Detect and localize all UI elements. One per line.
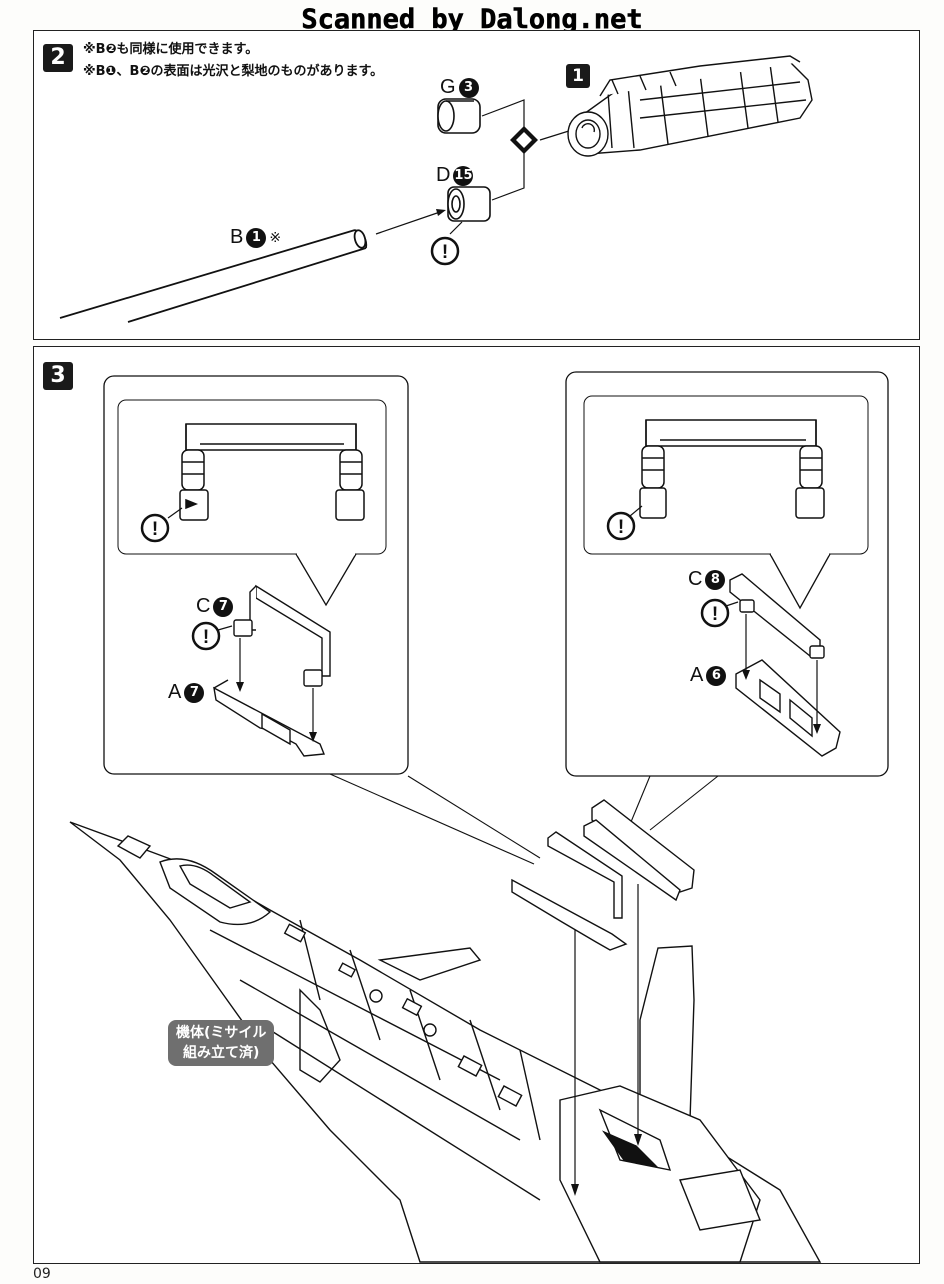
- part-d15: [447, 186, 491, 222]
- assembly-1-badge: 1: [566, 64, 590, 88]
- step-3-number: 3: [43, 362, 73, 390]
- page-number: 09: [33, 1266, 51, 1282]
- svg-text:!: !: [203, 627, 209, 648]
- step-2-number: 2: [43, 44, 73, 72]
- rod-part-b1: [59, 229, 368, 323]
- svg-text:!: !: [442, 242, 448, 263]
- svg-text:!: !: [712, 604, 718, 625]
- engine-assembly-drawing: [567, 55, 813, 157]
- step-2-note-2: ※B❶、B❷の表面は光沢と梨地のものがあります。: [83, 64, 384, 79]
- svg-text:!: !: [152, 519, 158, 540]
- svg-text:!: !: [618, 517, 624, 538]
- part-g3: [437, 98, 481, 134]
- fuselage-note-badge: 機体(ミサイル 組み立て済): [168, 1020, 275, 1066]
- step-2-note-1: ※B❷も同様に使用できます。: [83, 42, 259, 57]
